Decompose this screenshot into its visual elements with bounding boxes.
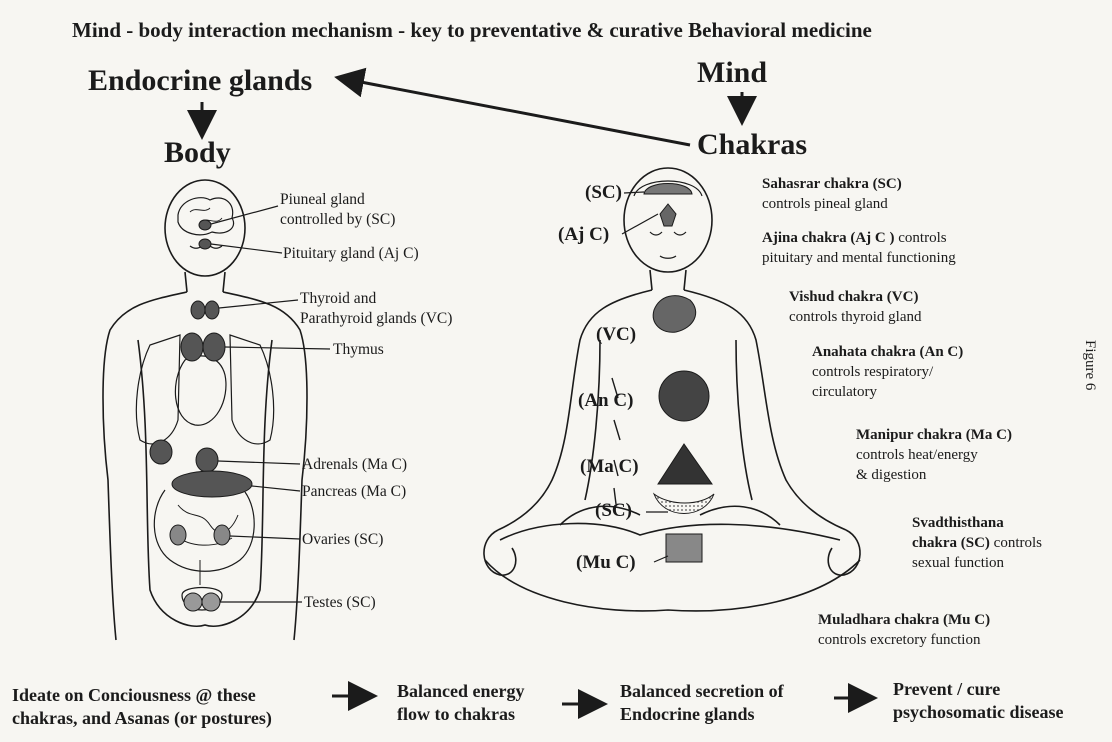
chakra-pos-label-muc: (Mu C) bbox=[576, 552, 636, 574]
desc-ajina: Ajina chakra (Aj C ) controls pituitary … bbox=[762, 228, 956, 268]
solar-chakra-mark bbox=[658, 444, 712, 484]
chakra-pos-label-vc: (VC) bbox=[596, 324, 636, 346]
sacral-chakra-mark bbox=[654, 494, 714, 514]
chakra-pos-label-anc: (An C) bbox=[578, 390, 633, 412]
chakras-heading: Chakras bbox=[697, 128, 807, 162]
gland-label-testes: Testes (SC) bbox=[304, 593, 376, 613]
heart-chakra-mark bbox=[659, 371, 709, 421]
desc-muladhara: Muladhara chakra (Mu C)controls excretor… bbox=[818, 610, 990, 650]
arrow-chakras-to-endocrine bbox=[340, 78, 690, 145]
gland-label-adrenals: Adrenals (Ma C) bbox=[302, 455, 407, 475]
endocrine-glands-heading: Endocrine glands bbox=[88, 64, 312, 98]
gland-label-ovaries: Ovaries (SC) bbox=[302, 530, 383, 550]
root-chakra-mark bbox=[666, 534, 702, 562]
gland-markers bbox=[150, 220, 252, 611]
chakra-pos-label-sc: (SC) bbox=[595, 500, 632, 522]
chakra-pos-label-mac: (Ma C) bbox=[580, 456, 639, 478]
crown-chakra-mark bbox=[644, 184, 692, 195]
throat-chakra-mark bbox=[653, 296, 695, 333]
mind-heading: Mind bbox=[697, 56, 767, 90]
chakra-symbols bbox=[644, 184, 714, 563]
desc-anahata: Anahata chakra (An C) controls respirato… bbox=[812, 342, 963, 402]
brow-chakra-mark bbox=[660, 204, 676, 226]
desc-svadthisthana: Svadthisthana chakra (SC) controls sexua… bbox=[912, 513, 1042, 573]
gland-label-pituitary: Pituitary gland (Aj C) bbox=[283, 244, 419, 264]
desc-sahasrar: Sahasrar chakra (SC)controls pineal glan… bbox=[762, 174, 902, 214]
chakra-pos-label-sc-top: (SC) bbox=[585, 182, 622, 204]
desc-vishud: Vishud chakra (VC)controls thyroid gland bbox=[789, 287, 921, 327]
figure-side-label: Figure 6 bbox=[1081, 340, 1098, 390]
chakra-pos-label-ajc: (Aj C) bbox=[558, 224, 609, 246]
body-heading: Body bbox=[164, 136, 231, 170]
page-title: Mind - body interaction mechanism - key … bbox=[72, 18, 872, 43]
desc-manipur: Manipur chakra (Ma C) controls heat/ener… bbox=[856, 425, 1012, 485]
gland-label-pancreas: Pancreas (Ma C) bbox=[302, 482, 406, 502]
gland-label-thymus: Thymus bbox=[333, 340, 384, 360]
